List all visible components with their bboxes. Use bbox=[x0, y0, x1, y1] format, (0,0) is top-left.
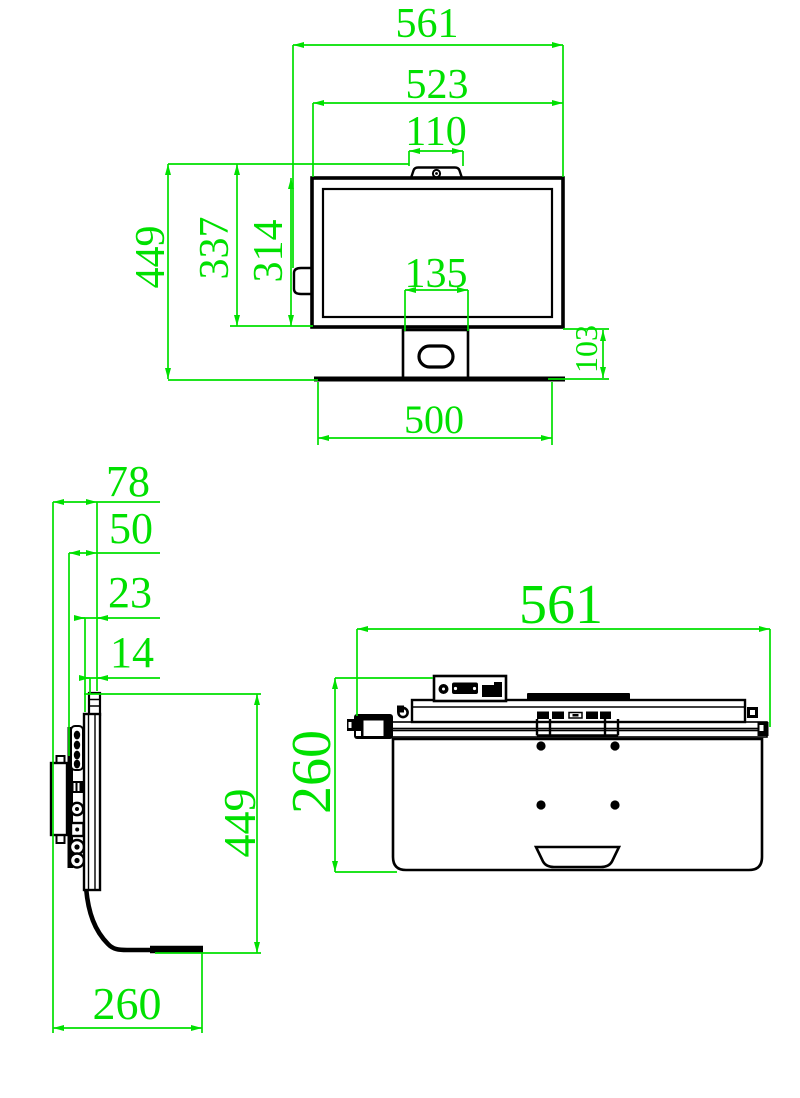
dim-front-total-width: 561 bbox=[395, 1, 459, 47]
dim-side-overall-height: 449 bbox=[214, 788, 265, 858]
dim-front-camera-width: 110 bbox=[405, 109, 467, 155]
dim-side-front-depth: 14 bbox=[110, 628, 154, 677]
front-view-drawing bbox=[292, 166, 565, 382]
dim-side-body-depth: 23 bbox=[108, 568, 152, 617]
dim-side-depth-with-rear-module: 50 bbox=[109, 504, 153, 553]
dimension-lines bbox=[52, 42, 771, 1033]
dim-front-stand-height: 103 bbox=[568, 325, 604, 373]
dim-side-overall-depth: 78 bbox=[106, 457, 150, 506]
dim-top-base-depth: 260 bbox=[281, 730, 343, 814]
dim-front-body-height: 314 bbox=[246, 219, 292, 283]
dim-front-overall-height: 449 bbox=[128, 225, 174, 289]
dim-front-stand-neck-width: 135 bbox=[404, 251, 468, 297]
top-view-drawing bbox=[347, 674, 769, 872]
dim-front-height-incl-camera: 337 bbox=[192, 216, 238, 280]
dim-front-body-width: 523 bbox=[405, 62, 469, 108]
side-view-drawing bbox=[49, 691, 203, 954]
dim-side-base-depth: 260 bbox=[92, 978, 162, 1029]
dim-top-overall-width: 561 bbox=[519, 574, 603, 636]
dim-front-base-width: 500 bbox=[404, 397, 464, 442]
